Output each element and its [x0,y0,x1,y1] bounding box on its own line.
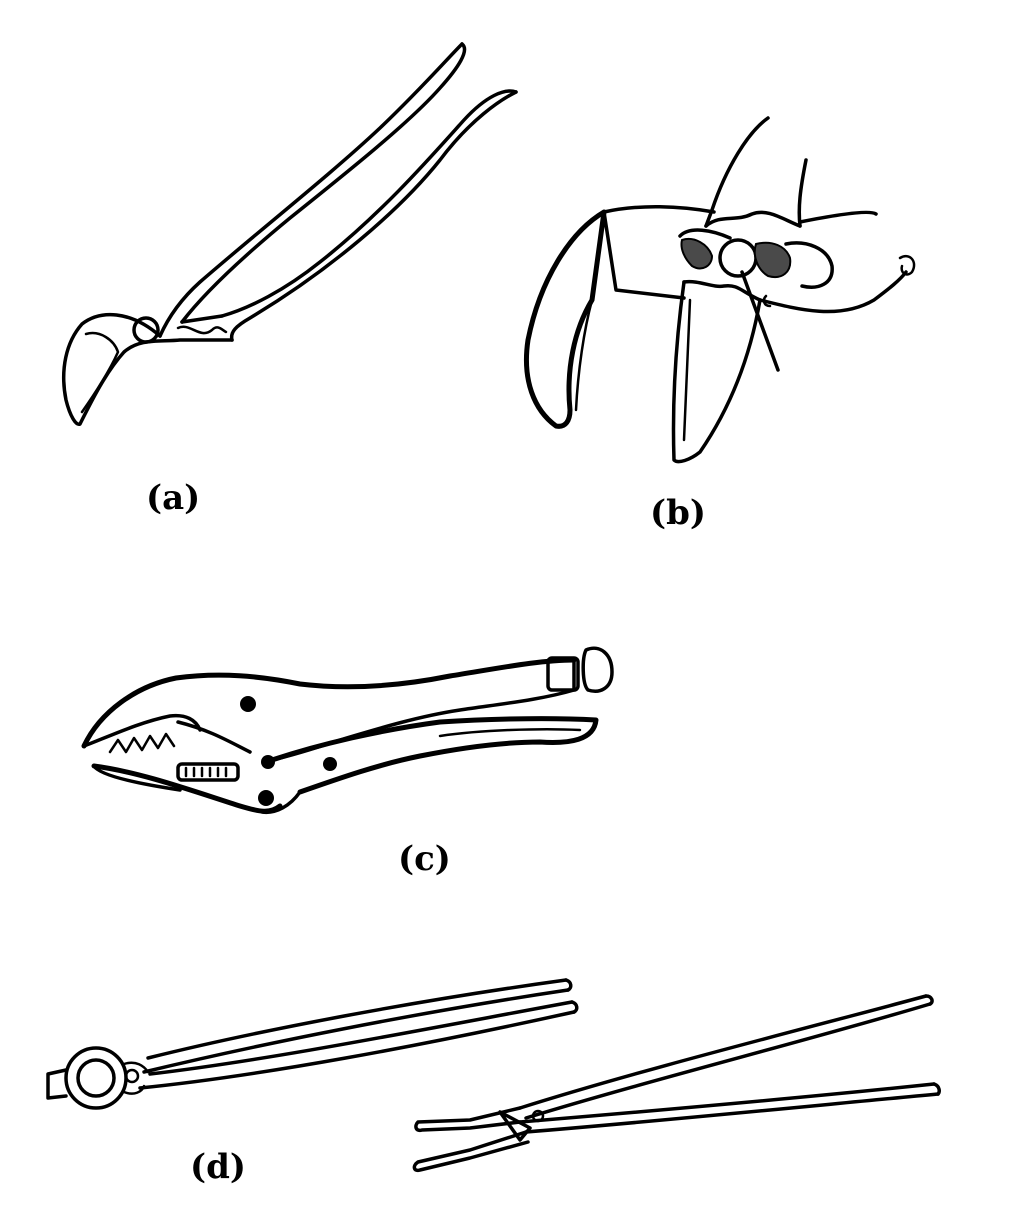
slip-joint-pliers-drawing [62,42,518,426]
caption-b: (b) [650,493,706,533]
caption-c: (c) [398,839,451,879]
caption-a: (a) [146,478,201,518]
tongs-drawing [46,978,941,1173]
caption-d: (d) [190,1147,246,1187]
locking-pliers-drawing [81,646,614,815]
gripping-pliers-detail-drawing [523,116,916,464]
